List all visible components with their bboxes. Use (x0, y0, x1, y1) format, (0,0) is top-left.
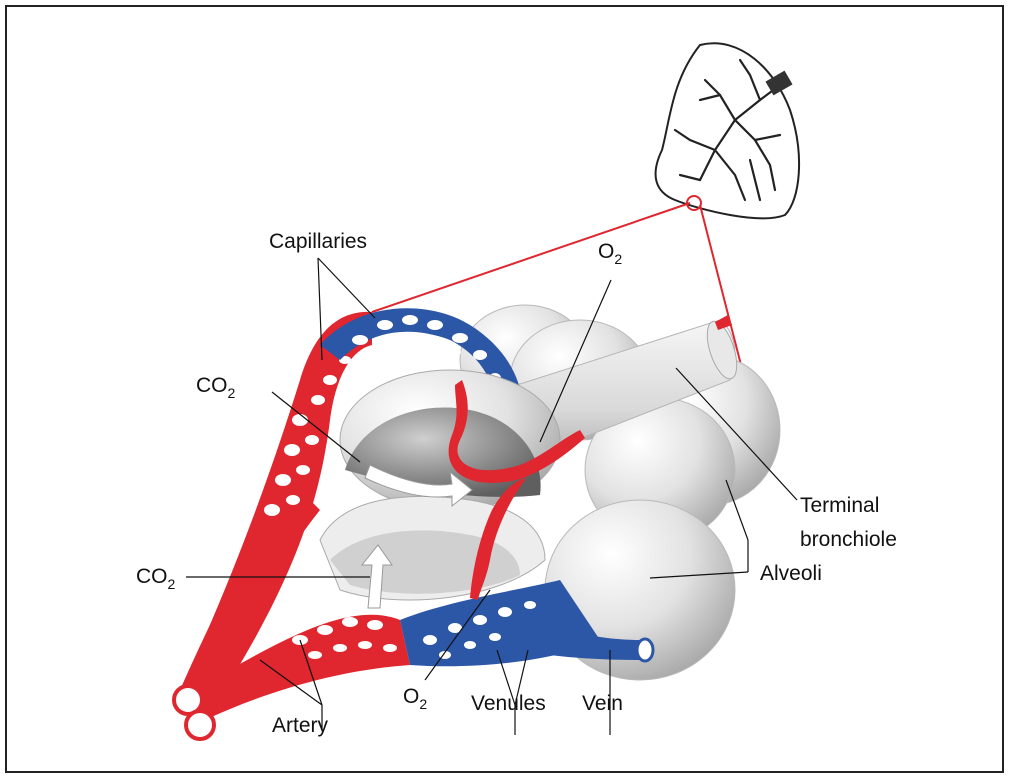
label-alveoli: Alveoli (760, 562, 822, 585)
label-capillaries: Capillaries (269, 230, 367, 253)
label-terminal: Terminal (800, 494, 879, 517)
label-venules: Venules (471, 692, 546, 715)
label-bronchiole: bronchiole (800, 528, 897, 551)
label-vein: Vein (582, 692, 623, 715)
label-artery: Artery (272, 714, 329, 737)
